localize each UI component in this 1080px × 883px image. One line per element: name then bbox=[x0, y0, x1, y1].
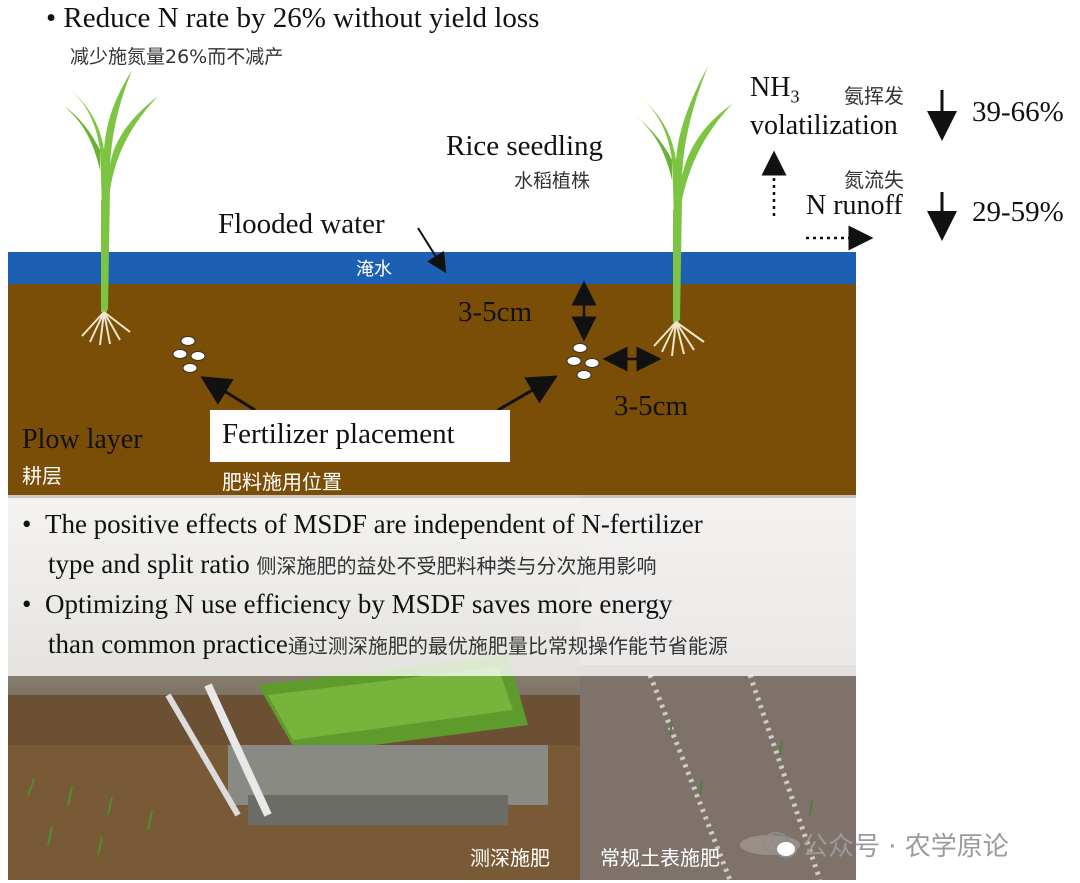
wechat-icon bbox=[763, 831, 797, 858]
fertilizer-granules-right-icon bbox=[566, 343, 600, 380]
rice-plant-left-icon bbox=[64, 70, 158, 346]
bullet-1-text: The positive effects of MSDF are indepen… bbox=[44, 509, 703, 539]
volatilization-cn: 氨挥发 bbox=[844, 84, 904, 108]
arrow-flooded-water bbox=[417, 227, 447, 274]
watermark: 公众号 · 农学原论 bbox=[762, 826, 1009, 863]
runoff-cn: 氮流失 bbox=[844, 168, 904, 192]
bullet-2-cn: 通过测深施肥的最优施肥量比常规操作能节省能源 bbox=[287, 634, 728, 658]
plow-layer-cn: 耕层 bbox=[22, 464, 62, 488]
bullet-1-cn: 侧深施肥的益处不受肥料种类与分次施用影响 bbox=[256, 554, 657, 578]
diagram-graphics bbox=[64, 66, 957, 412]
caption-right: 常规土表施肥 bbox=[600, 846, 720, 870]
depth-vertical-label: 3-5cm bbox=[458, 296, 533, 328]
bullet-2-text-2: than common practice bbox=[48, 629, 288, 659]
arrow-to-right-granules bbox=[497, 375, 558, 412]
nh3-label: NH3 bbox=[750, 72, 799, 108]
bullet-1-text-2: type and split ratio bbox=[48, 549, 250, 579]
rice-plant-right-icon bbox=[634, 66, 732, 357]
bullet-2-text: Optimizing N use efficiency by MSDF save… bbox=[44, 589, 673, 619]
caption-left: 测深施肥 bbox=[470, 846, 550, 870]
runoff-label: N runoff bbox=[806, 190, 903, 221]
bullet-1-line-2: type and split ratio 侧深施肥的益处不受肥料种类与分次施用影… bbox=[48, 548, 656, 582]
plow-layer-label: Plow layer bbox=[22, 424, 143, 455]
photo-right-illustration bbox=[580, 665, 856, 880]
headline-bullet: • bbox=[46, 2, 57, 34]
fertilizer-placement-cn: 肥料施用位置 bbox=[222, 470, 342, 494]
watermark-text: 公众号 · 农学原论 bbox=[802, 832, 1009, 862]
rice-seedling-cn: 水稻植株 bbox=[514, 170, 591, 192]
headline: • Reduce N rate by 26% without yield los… bbox=[46, 2, 539, 35]
arrow-to-left-granules bbox=[200, 376, 256, 412]
bullet-overlay bbox=[8, 498, 856, 676]
fertilizer-placement-label: Fertilizer placement bbox=[222, 418, 455, 450]
flooded-water-cn: 淹水 bbox=[356, 259, 392, 280]
flooded-water-label: Flooded water bbox=[218, 208, 385, 240]
fertilizer-placement-box bbox=[210, 410, 510, 462]
volatilization-label: volatilization bbox=[750, 110, 898, 141]
bullet-2-line-1: • Optimizing N use efficiency by MSDF sa… bbox=[22, 589, 673, 619]
bullet-1-line-1: • The positive effects of MSDF are indep… bbox=[22, 509, 703, 539]
headline-text: Reduce N rate by 26% without yield loss bbox=[63, 2, 540, 34]
headline-cn: 减少施氮量26%而不减产 bbox=[70, 46, 284, 68]
runoff-percent: 29-59% bbox=[972, 196, 1064, 228]
rice-seedling-label: Rice seedling bbox=[446, 130, 604, 162]
photo-left-illustration bbox=[8, 655, 580, 880]
nh3-text: NH bbox=[750, 72, 791, 103]
volatilization-percent: 39-66% bbox=[972, 96, 1064, 128]
depth-horizontal-label: 3-5cm bbox=[614, 390, 689, 422]
fertilizer-granules-left-icon bbox=[172, 336, 206, 373]
nh3-subscript: 3 bbox=[790, 86, 800, 107]
bullet-2-line-2: than common practice通过测深施肥的最优施肥量比常规操作能节省… bbox=[48, 628, 728, 662]
